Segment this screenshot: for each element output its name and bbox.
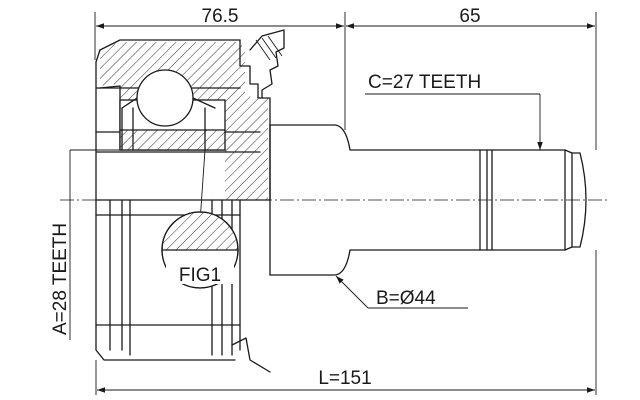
dimension-top-left: 76.5 <box>94 6 346 130</box>
dimension-65-label: 65 <box>459 6 480 27</box>
outer-race-body <box>95 29 285 373</box>
fig1-label: FIG1 <box>179 265 221 286</box>
fig1-detail: FIG1 <box>161 149 239 289</box>
dimension-top-right: 65 <box>346 6 597 150</box>
c-teeth-label: C=27 TEETH <box>368 72 481 93</box>
b-diameter-label: B=Ø44 <box>376 288 436 309</box>
callout-c-teeth: C=27 TEETH <box>365 72 543 150</box>
stub-shaft <box>269 124 587 276</box>
length-label: L=151 <box>318 368 371 389</box>
dimension-bottom-length: L=151 <box>95 250 597 395</box>
callout-b-diameter: B=Ø44 <box>335 275 468 309</box>
dimension-76-5-label: 76.5 <box>202 6 239 27</box>
inner-race-ball <box>119 69 226 151</box>
callout-a-teeth: A=28 TEETH <box>50 149 225 340</box>
a-teeth-label: A=28 TEETH <box>50 223 71 335</box>
